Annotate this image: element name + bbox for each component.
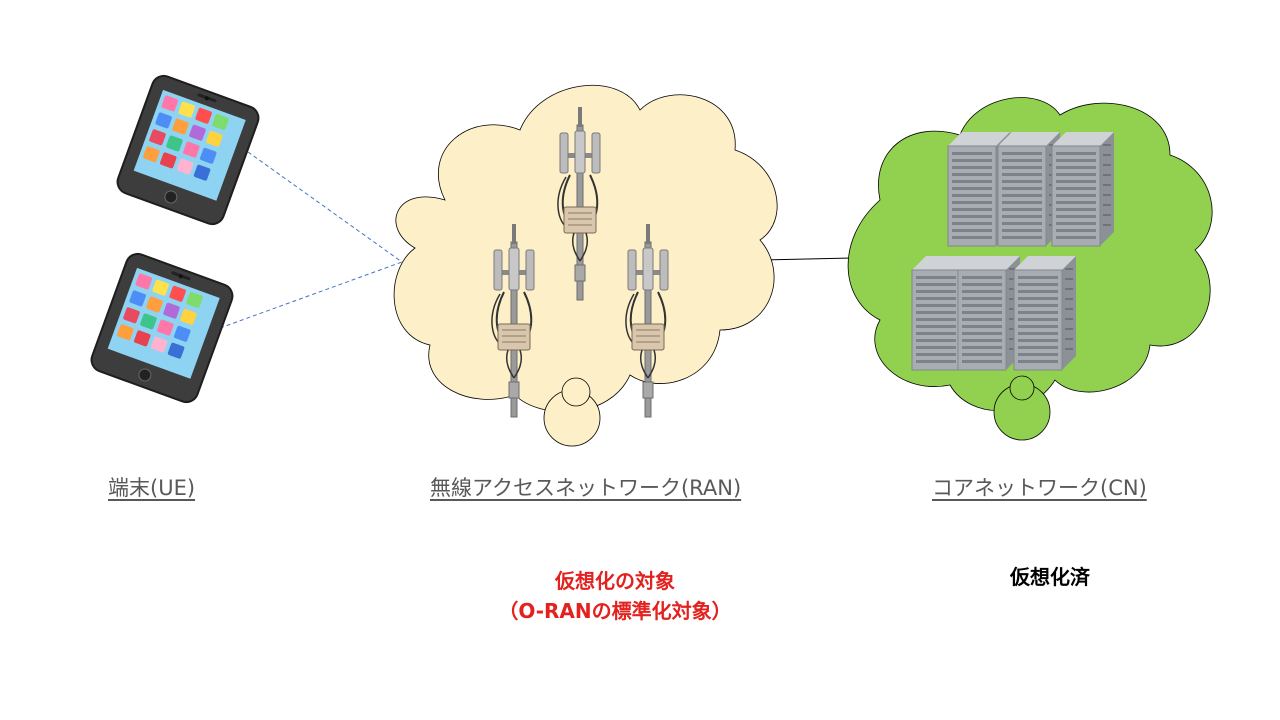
server-rack-icon-2 [997,131,1061,247]
link-ran-cn [761,257,853,261]
ran-note-line2: （O-RANの標準化対象） [498,599,732,623]
cn-note: 仮想化済 [1010,565,1090,589]
link-ue1-ran [247,151,403,263]
ran-cloud [393,84,778,447]
server-rack-icon-5 [957,255,1021,371]
label-ran: 無線アクセスネットワーク(RAN) [430,476,742,500]
server-rack-icon-3 [1051,131,1115,247]
label-ue: 端末(UE) [108,476,196,500]
smartphone-icon-1 [113,71,263,229]
smartphone-icon-2 [87,249,237,407]
label-cn: コアネットワーク(CN) [932,476,1147,500]
ran-note: 仮想化の対象 （O-RANの標準化対象） [480,566,750,626]
server-rack-icon-6 [1013,255,1077,371]
link-ue2-ran [219,261,403,329]
ran-note-line1: 仮想化の対象 [555,569,675,593]
